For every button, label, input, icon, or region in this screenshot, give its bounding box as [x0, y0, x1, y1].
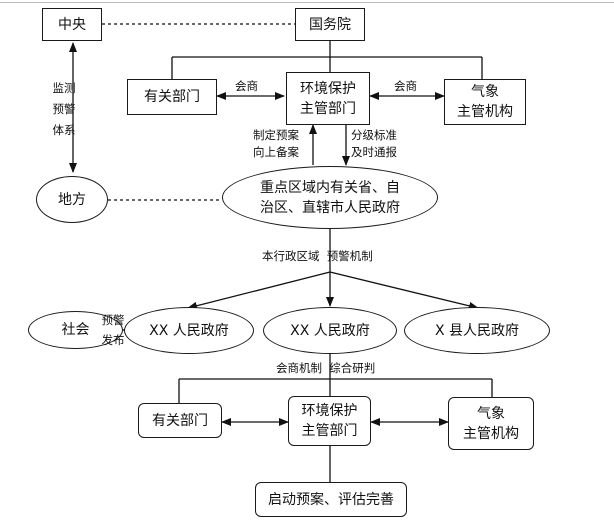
key-region-govs-label: 重点区域内有关省、自 治区、直辖市人民政府 [260, 179, 400, 216]
x-county-gov-node: X 县人民政府 [404, 307, 550, 354]
society-node: 社会 [28, 311, 123, 349]
local-node: 地方 [36, 176, 108, 223]
local-label: 地方 [58, 191, 86, 208]
formulate-plan-label: 制定预案 向上备案 [253, 128, 299, 159]
relevant-dept-bottom-node: 有关部门 [138, 403, 222, 438]
xx-gov-left-node: XX 人民政府 [124, 307, 254, 354]
meteorology-top-node: 气象 主管机构 [444, 79, 526, 125]
x-county-gov-label: X 县人民政府 [434, 322, 520, 339]
arrow-to-x-county [329, 271, 479, 310]
central-node: 中央 [42, 8, 102, 41]
central-label: 中央 [58, 16, 86, 33]
xx-gov-mid-node: XX 人民政府 [263, 307, 397, 354]
consult-right-label: 会商 [394, 79, 417, 93]
start-plan-label: 启动预案、评估完善 [268, 491, 394, 508]
meteorology-top-label: 气象 主管机构 [457, 84, 513, 120]
xx-gov-mid-label: XX 人民政府 [290, 322, 370, 339]
publish-warning-label: 预警 发布 [101, 313, 125, 347]
relevant-dept-top-node: 有关部门 [127, 79, 217, 115]
meteorology-bottom-node: 气象 主管机构 [448, 397, 534, 450]
society-label: 社会 [61, 322, 90, 338]
region-warning-label: 本行政区域 预警机制 [262, 249, 373, 263]
state-council-label: 国务院 [309, 16, 351, 33]
relevant-dept-bottom-label: 有关部门 [152, 412, 208, 429]
env-protection-bottom-label: 环境保护 主管部门 [301, 403, 358, 439]
arrow-to-xx-left [187, 271, 331, 310]
consult-mechanism-label: 会商机制 综合研判 [276, 361, 376, 375]
xx-gov-left-label: XX 人民政府 [149, 322, 229, 339]
env-protection-top-node: 环境保护 主管部门 [286, 72, 370, 125]
meteorology-bottom-label: 气象 主管机构 [463, 405, 519, 442]
graded-standard-label: 分级标准 及时通报 [351, 128, 397, 159]
start-plan-node: 启动预案、评估完善 [255, 482, 407, 517]
relevant-dept-top-label: 有关部门 [144, 89, 200, 105]
state-council-node: 国务院 [295, 8, 365, 41]
monitoring-system-label: 监测 预警 体系 [52, 81, 76, 137]
key-region-govs-node: 重点区域内有关省、自 治区、直辖市人民政府 [222, 166, 438, 229]
env-protection-bottom-node: 环境保护 主管部门 [288, 396, 371, 446]
consult-left-label: 会商 [235, 79, 258, 93]
env-protection-top-label: 环境保护 主管部门 [300, 80, 356, 117]
